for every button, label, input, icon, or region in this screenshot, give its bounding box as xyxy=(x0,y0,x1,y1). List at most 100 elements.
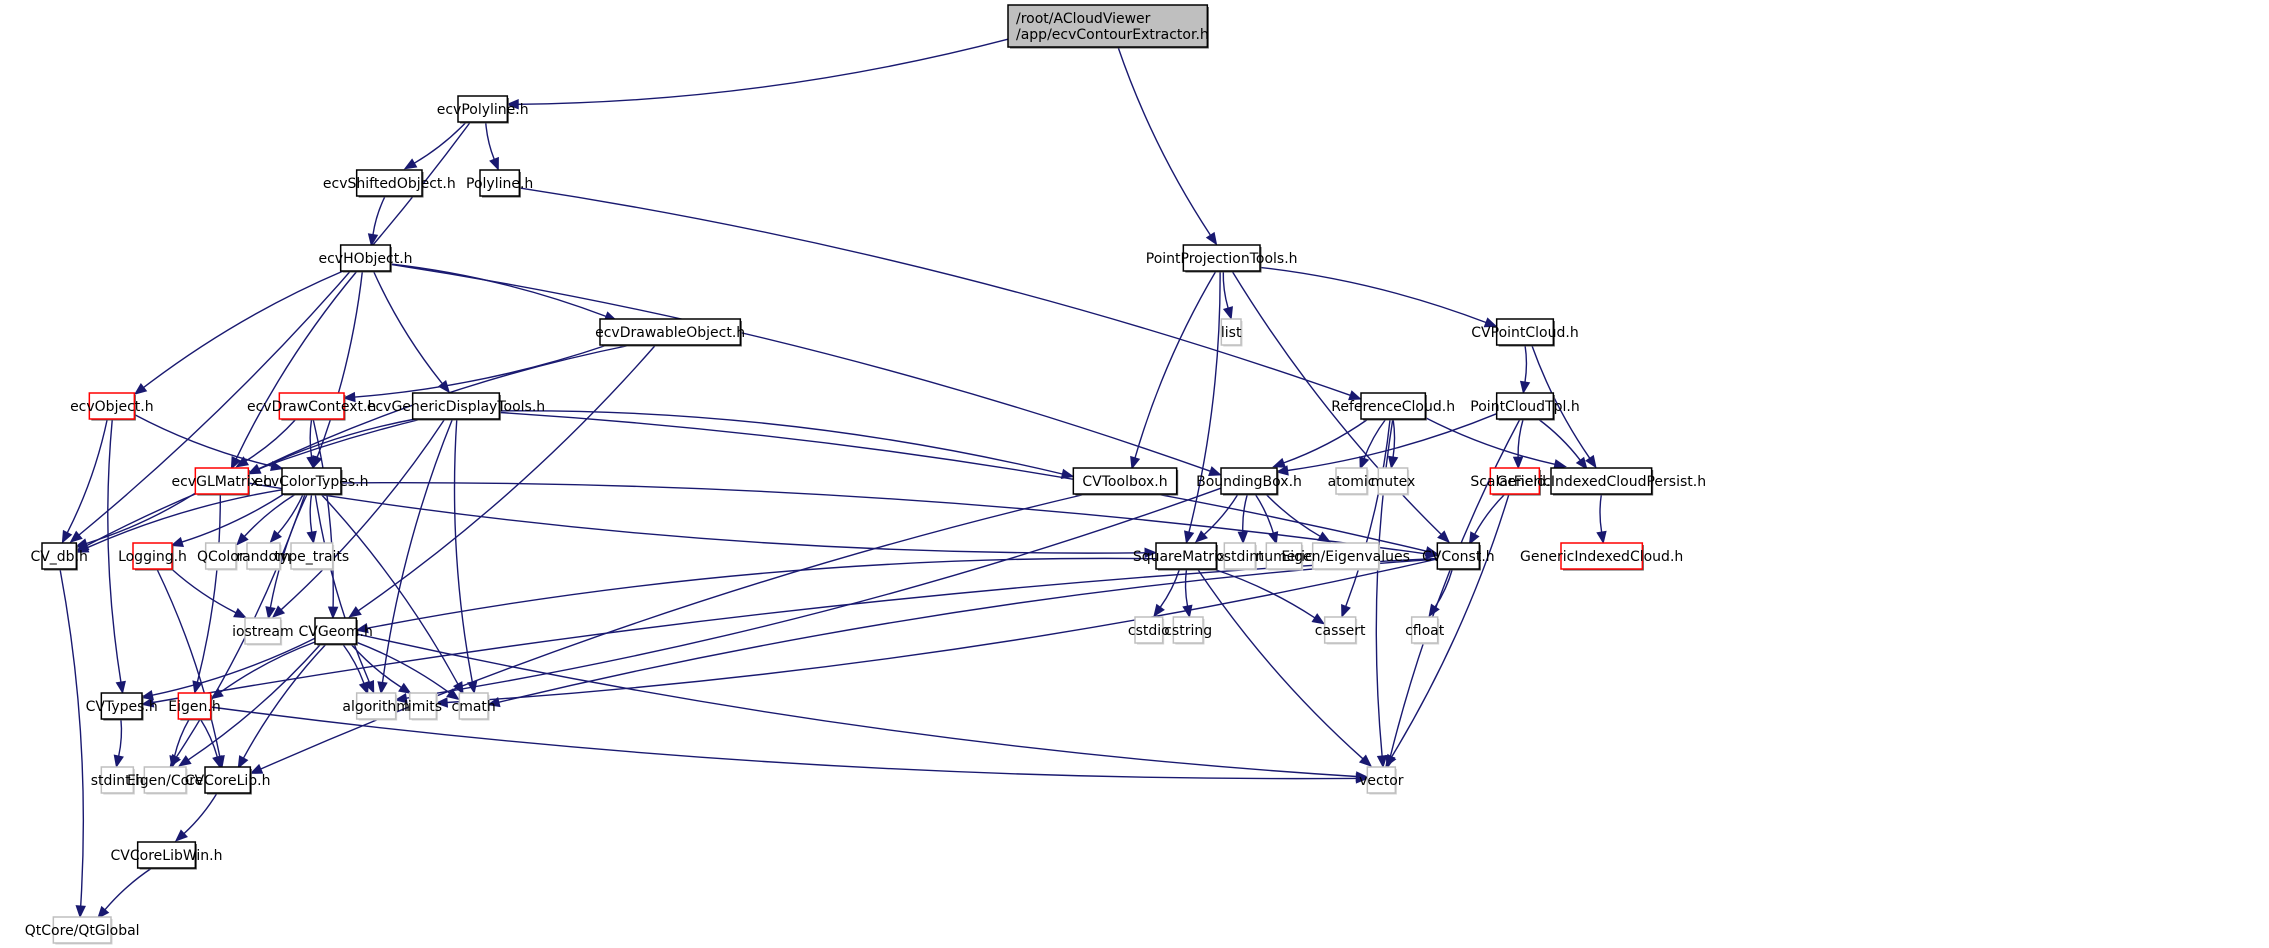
node-shadow xyxy=(358,695,398,721)
node-cvpoint-cloud[interactable]: CVPointCloud.h xyxy=(1471,318,1579,347)
arrowhead-iostream xyxy=(265,606,276,620)
node-scalar-field[interactable]: ScalarField.h xyxy=(1470,467,1559,496)
node-ecv-color-types[interactable]: ecvColorTypes.h xyxy=(255,467,369,496)
edge-ReferenceCloud-to-vector xyxy=(1375,418,1394,757)
node-shadow xyxy=(1413,619,1440,645)
node-ecv-draw-context[interactable]: ecvDrawContext.h xyxy=(247,392,376,421)
edge-ecvObject-to-CV_db xyxy=(66,418,108,533)
node-shadow xyxy=(207,545,238,571)
node-label: iostream xyxy=(232,624,294,640)
arrowhead-PointCloudTpl xyxy=(1519,380,1531,395)
node-label: CVCoreLib.h xyxy=(185,773,271,789)
arrowhead-QColor xyxy=(236,532,249,546)
node-cassert: cassert xyxy=(1315,616,1366,645)
arrowhead-EigenCore xyxy=(169,755,180,769)
node-cv_db[interactable]: CV_db.h xyxy=(30,542,88,571)
node-label: CVToolbox.h xyxy=(1082,474,1167,490)
node-label: list xyxy=(1221,325,1242,341)
node-ecv-shifted-object[interactable]: ecvShiftedObject.h xyxy=(323,169,456,198)
node-box xyxy=(599,318,742,346)
node-box xyxy=(1495,392,1555,420)
node-ecv-polyline[interactable]: ecvPolyline.h xyxy=(437,95,529,124)
arrowhead-Polyline xyxy=(489,156,499,171)
node-shadow xyxy=(1492,470,1541,496)
node-shadow xyxy=(1314,545,1381,571)
node-label: cstdint xyxy=(1216,549,1264,565)
node-shadow xyxy=(180,695,213,721)
node-ecv-glmatrix[interactable]: ecvGLMatrix.h xyxy=(172,467,273,496)
arrowhead-algorithm xyxy=(377,681,388,695)
node-label: ecvObject.h xyxy=(70,399,154,415)
edge-ecvGenericDisplayTools-to-algorithm xyxy=(381,418,454,683)
node-label: /root/ACloudViewer xyxy=(1016,11,1151,27)
node-generic-indexed-cloud[interactable]: GenericIndexedCloud.h xyxy=(1520,542,1683,571)
node-shadow xyxy=(1563,545,1644,571)
node-label: ecvShiftedObject.h xyxy=(323,176,456,192)
node-box xyxy=(52,916,112,944)
edge-BoundingBox-to-cstdint xyxy=(1242,493,1249,533)
node-generic-indexed-cloud-persist[interactable]: GenericIndexedCloudPersist.h xyxy=(1497,467,1707,496)
edge-CVGeom-to-CVTypes xyxy=(152,637,316,696)
node-shadow xyxy=(1223,470,1279,496)
node-bounding-box[interactable]: BoundingBox.h xyxy=(1196,467,1302,496)
node-box xyxy=(1550,467,1653,495)
node-reference-cloud[interactable]: ReferenceCloud.h xyxy=(1331,392,1455,421)
edge-ReferenceCloud-to-mutex xyxy=(1392,418,1396,458)
arrowhead-numeric xyxy=(1268,531,1279,545)
node-logging[interactable]: Logging.h xyxy=(118,542,187,571)
node-cvtypes[interactable]: CVTypes.h xyxy=(86,692,158,721)
node-label: Polyline.h xyxy=(466,176,533,192)
node-box xyxy=(41,542,78,570)
arrowhead-CVConst xyxy=(1468,531,1480,546)
node-label: CVPointCloud.h xyxy=(1471,325,1578,341)
arrowhead-vector xyxy=(1385,753,1397,768)
node-ecv-object[interactable]: ecvObject.h xyxy=(70,392,154,421)
edge-ReferenceCloud-to-cassert xyxy=(1345,418,1391,607)
node-shadow xyxy=(602,321,742,347)
node-label: limits xyxy=(404,699,442,715)
node-label: mutex xyxy=(1371,474,1416,490)
edge-CVGeom-to-cmath xyxy=(356,641,451,694)
node-box xyxy=(1377,467,1409,495)
node-box xyxy=(355,692,397,720)
node-ecv-generic-display-tools[interactable]: ecvGenericDisplayTools.h xyxy=(367,392,545,421)
arrowhead-BoundingBox xyxy=(1275,465,1289,476)
node-label: algorithm xyxy=(342,699,410,715)
node-eigen[interactable]: Eigen.h xyxy=(168,692,221,721)
node-point-projection-tools[interactable]: PointProjectionTools.h xyxy=(1146,244,1298,273)
node-shadow xyxy=(317,620,358,646)
arrowhead-BoundingBox xyxy=(1272,457,1287,468)
node-ecv-hobject[interactable]: ecvHObject.h xyxy=(318,244,413,273)
node-cvconst[interactable]: CVConst.h xyxy=(1422,542,1495,571)
edge-PointProjectionTools-to-list xyxy=(1222,270,1229,309)
node-cvcore-lib[interactable]: CVCoreLib.h xyxy=(185,766,271,795)
arrowhead-GenericIndexedCloudPersist xyxy=(1575,456,1588,471)
node-ecv-drawable-object[interactable]: ecvDrawableObject.h xyxy=(595,318,745,347)
node-point-cloud-tpl[interactable]: PointCloudTpl.h xyxy=(1470,392,1580,421)
node-box xyxy=(339,244,392,272)
node-polyline[interactable]: Polyline.h xyxy=(466,169,533,198)
arrowhead-CVToolbox xyxy=(1060,468,1075,480)
edge-SquareMatrix-to-CVGeom xyxy=(367,557,1157,629)
node-shadow xyxy=(146,769,188,795)
node-label: ecvHObject.h xyxy=(318,251,412,267)
edge-ecvColorTypes-to-CVConst xyxy=(340,481,1427,555)
node-cvgeom[interactable]: CVGeom.h xyxy=(298,617,373,646)
arrowhead-ecvPolyline xyxy=(505,99,519,110)
edge-ReferenceCloud-to-BoundingBox xyxy=(1283,418,1369,464)
edge-ecvColorTypes-to-cmath xyxy=(320,493,459,685)
node-iostream: iostream xyxy=(232,617,294,646)
arrowhead-ecvColorTypes xyxy=(306,455,317,470)
edge-PointCloudTpl-to-vector xyxy=(1389,418,1521,757)
arrowhead-BoundingBox xyxy=(1208,466,1222,477)
node-square-matrix[interactable]: SquareMatrix.h xyxy=(1133,542,1240,571)
node-cvtoolbox[interactable]: CVToolbox.h xyxy=(1072,467,1179,496)
node-limits: limits xyxy=(404,692,442,721)
node-box xyxy=(457,95,509,123)
edge-CVPointCloud-to-PointCloudTpl xyxy=(1524,344,1528,383)
node-cvcore-lib-win[interactable]: CVCoreLibWin.h xyxy=(111,841,223,870)
edge-CV_db-to-QtCoreQtGlobal xyxy=(59,568,85,907)
node-box xyxy=(1495,318,1555,346)
edge-ecvGenericDisplayTools-to-CVConst xyxy=(499,411,1427,552)
edge-root-to-PointProjectionTools xyxy=(1117,46,1211,236)
